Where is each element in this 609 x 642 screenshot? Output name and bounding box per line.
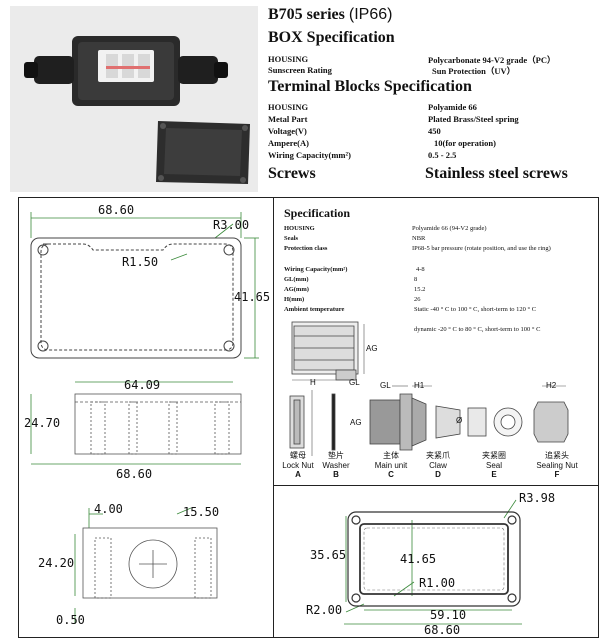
- terminal-spec-title: Terminal Blocks Specification: [268, 78, 472, 95]
- gland-spec-label: Ambient temperature: [284, 306, 345, 313]
- box-spec-title: BOX Specification: [268, 29, 395, 46]
- gland-spec-value: Polyamide 66 (94-V2 grade): [412, 225, 487, 232]
- gland-spec-label: AG(mm): [284, 286, 309, 293]
- box-spec-label: HOUSING: [268, 54, 309, 64]
- dim-top-width: 68.60: [98, 203, 135, 217]
- gland-label-h: H: [310, 378, 316, 387]
- series-title: B705 series (IP66): [268, 6, 393, 23]
- gland-drawings: [289, 321, 569, 456]
- terminal-spec-label: Voltage(V): [268, 126, 307, 136]
- dim-bot-inner-h: 35.65: [310, 548, 347, 562]
- gland-spec-value: NBR: [412, 235, 426, 242]
- gland-spec-label: H(mm): [284, 296, 305, 303]
- gland-spec-label: GL(mm): [284, 276, 309, 283]
- gland-label-ag: AG: [366, 344, 378, 353]
- dim-bot-outer-h: 41.65: [400, 552, 437, 566]
- gland-label-h1: H1: [414, 381, 425, 390]
- dim-corner-radius: R3.00: [213, 218, 250, 232]
- gland-spec-value: dynamic -20 ° C to 80 ° C, short-term to…: [414, 326, 541, 333]
- gland-spec-label: HOUSING: [284, 225, 315, 232]
- gland-spec-value: IP68-5 bar pressure (rotate position, an…: [412, 245, 551, 252]
- dim-bot-r1: R1.00: [419, 576, 456, 590]
- gland-spec-value: 15.2: [414, 286, 426, 293]
- terminal-spec-value: 0.5 - 2.5: [428, 150, 457, 160]
- dim-end-height: 24.20: [38, 556, 75, 570]
- terminal-spec-label: Wiring Capacity(mm²): [268, 150, 351, 160]
- terminal-spec-value: 10(for operation): [434, 138, 496, 148]
- divider: [273, 197, 274, 638]
- dim-end-base: 0.50: [56, 613, 85, 627]
- divider: [273, 485, 599, 486]
- ip-rating: (IP66): [348, 6, 393, 23]
- gland-spec-value: 4-8: [416, 266, 425, 273]
- dim-end-wall: 4.00: [94, 502, 123, 516]
- dim-side-width: 68.60: [116, 467, 153, 481]
- dim-side-inner-width: 64.09: [124, 378, 161, 392]
- gland-spec-label: Seals: [284, 235, 299, 242]
- gland-spec-value: 8: [414, 276, 418, 283]
- box-spec-value: Sun Protection（UV）: [432, 66, 516, 76]
- box-spec-label: Sunscreen Rating: [268, 65, 332, 75]
- dim-bot-inner-w: 59.10: [430, 608, 467, 622]
- gland-spec-label: Protection class: [284, 245, 328, 252]
- dim-bot-outer-w: 68.60: [424, 623, 461, 637]
- screws-label: Screws: [268, 165, 316, 182]
- dim-bot-r2: R2.00: [306, 603, 343, 617]
- gland-label-gl: GL: [349, 378, 360, 387]
- terminal-spec-label: HOUSING: [268, 102, 309, 112]
- box-drawings: [30, 212, 259, 624]
- gland-spec-label: Wiring Capacity(mm²): [284, 266, 348, 273]
- screws-value: Stainless steel screws: [425, 165, 568, 182]
- dim-bot-corner-r: R3.98: [519, 491, 556, 505]
- terminal-spec-value: 450: [428, 126, 441, 136]
- product-photo: [10, 6, 258, 192]
- gland-spec-value: Static -40 ° C to 100 ° C, short-term to…: [414, 306, 537, 313]
- terminal-spec-label: Metal Part: [268, 114, 308, 124]
- gland-label-gl2: GL: [380, 381, 391, 390]
- box-spec-value: Polycarbonate 94-V2 grade（PC）: [428, 55, 556, 65]
- gland-spec-title: Specification: [284, 206, 350, 220]
- dim-side-height: 24.70: [24, 416, 61, 430]
- terminal-spec-label: Ampere(A): [268, 138, 309, 148]
- dim-inner-radius: R1.50: [122, 255, 159, 269]
- dim-top-height: 41.65: [234, 290, 271, 304]
- terminal-spec-value: Plated Brass/Steel spring: [428, 114, 519, 124]
- dim-end-hole: 15.50: [183, 505, 220, 519]
- bottom-view-drawing: [344, 499, 522, 625]
- gland-spec-value: 26: [414, 296, 421, 303]
- gland-label-ag2: AG: [350, 418, 362, 427]
- terminal-spec-value: Polyamide 66: [428, 102, 477, 112]
- gland-label-dia: Ø: [456, 416, 463, 425]
- drawing-frame: [18, 197, 599, 638]
- gland-label-h2: H2: [546, 381, 557, 390]
